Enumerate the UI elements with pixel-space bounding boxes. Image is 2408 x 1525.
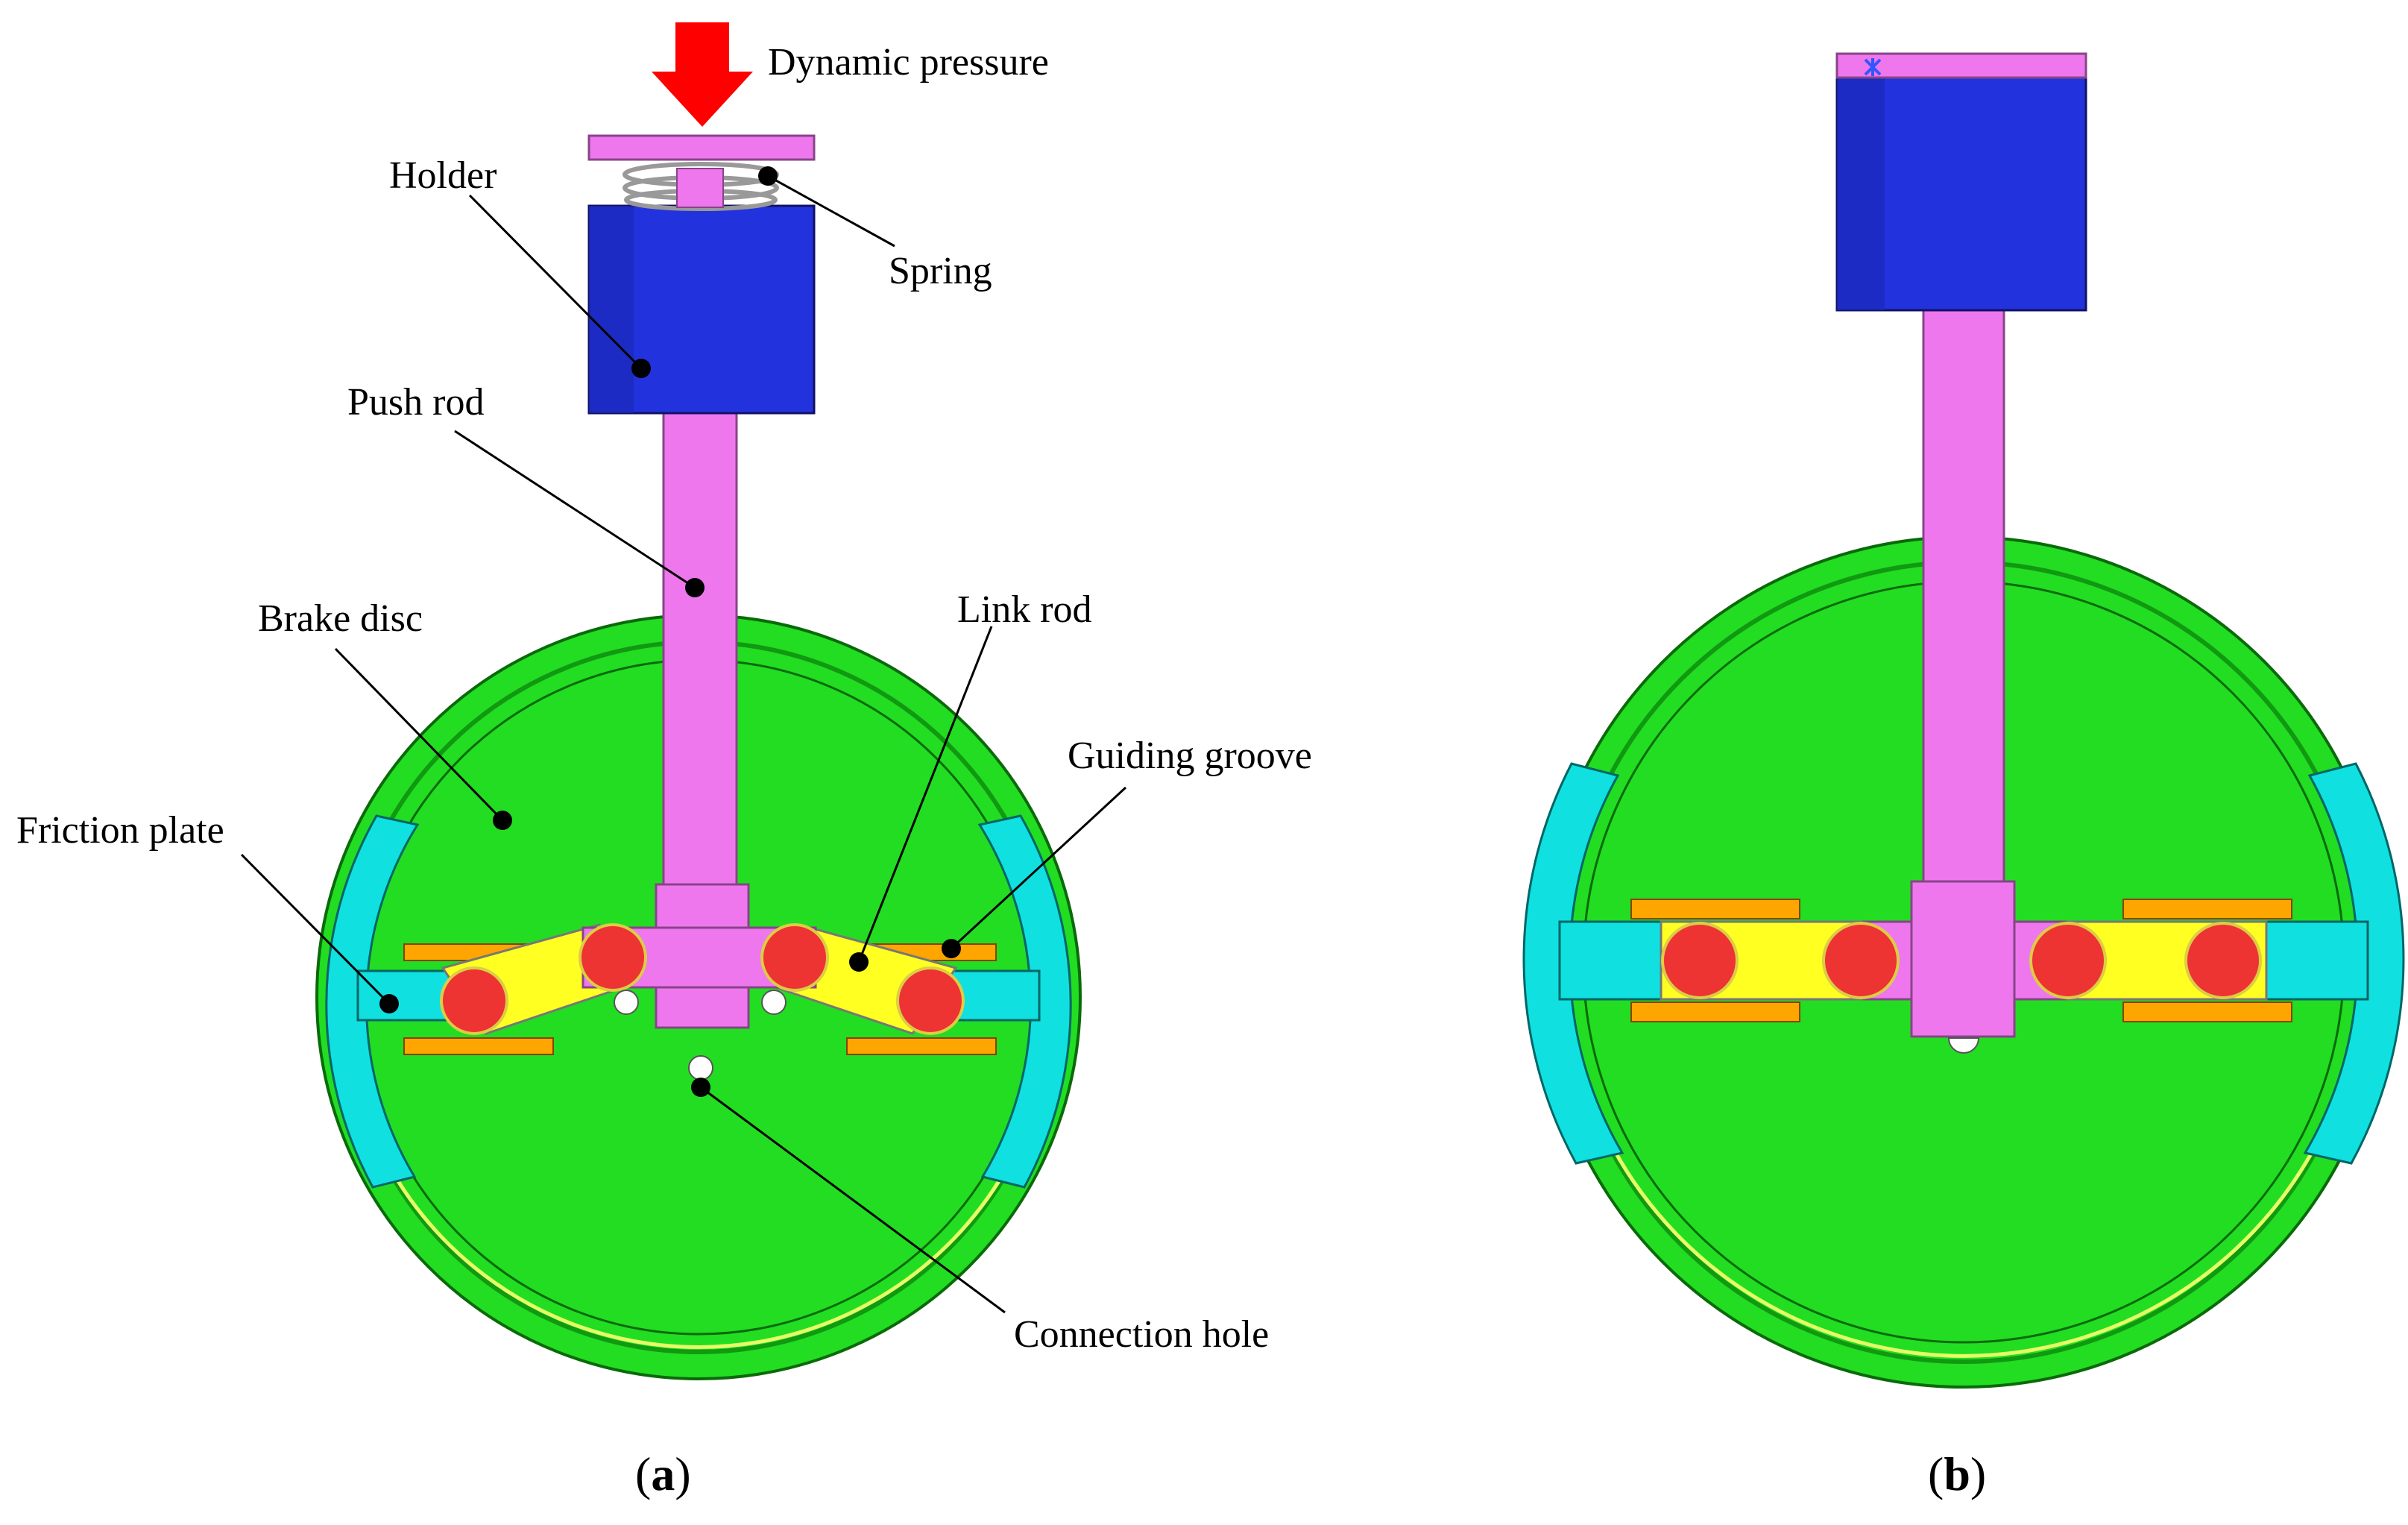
leader-dots-a [379, 166, 961, 1097]
guiding-groove-left-top-b [1630, 899, 1800, 919]
guiding-groove-left-bottom-b [1630, 1002, 1800, 1022]
friction-slider-left-b [1558, 920, 1673, 1001]
label-push-rod: Push rod [347, 381, 484, 424]
label-holder: Holder [389, 154, 497, 197]
pin-right-outer-a [896, 966, 965, 1035]
pin-left-outer-b [1661, 922, 1739, 999]
pin-right-inner-b [2029, 922, 2107, 999]
push-rod-b [1922, 309, 2005, 886]
hole-right-a [761, 990, 787, 1015]
label-friction-plate: Friction plate [16, 809, 224, 852]
friction-slider-right-a [941, 969, 1041, 1022]
panel-b: (b) [1522, 52, 2405, 1500]
friction-plate-right-a [977, 814, 1072, 1189]
pin-right-outer-b [2184, 922, 2262, 999]
holder-shade-b [1837, 75, 1885, 310]
friction-plate-left-b [1522, 762, 1624, 1165]
guiding-groove-right-bottom-a [846, 1037, 997, 1055]
holder-shade-a [589, 206, 634, 413]
label-link-rod: Link rod [957, 588, 1092, 631]
push-rod-head-b [1910, 880, 2016, 1038]
label-connection-hole: Connection hole [1014, 1313, 1269, 1356]
friction-slider-left-a [356, 969, 456, 1022]
guiding-groove-left-bottom-a [403, 1037, 554, 1055]
pin-left-outer-a [440, 966, 508, 1035]
pressure-plate-a [587, 134, 816, 161]
spring-stem-a [676, 168, 724, 208]
label-brake-disc: Brake disc [258, 597, 423, 640]
friction-slider-right-b [2254, 920, 2369, 1001]
push-rod-a [662, 407, 738, 895]
label-guiding-groove: Guiding groove [1068, 735, 1312, 777]
panel-a: Dynamic pressure Holder Spring Push rod … [16, 22, 1312, 1500]
hole-left-a [614, 990, 639, 1015]
plate-marker-b [1864, 58, 1882, 76]
label-spring: Spring [889, 250, 992, 292]
friction-plate-left-a [325, 814, 420, 1189]
caption-b: (b) [1928, 1447, 1986, 1500]
pin-right-inner-a [760, 923, 829, 992]
label-dynamic-pressure: Dynamic pressure [768, 41, 1049, 84]
dynamic-pressure-arrow [652, 22, 753, 127]
connection-hole-b [1947, 1037, 1980, 1054]
caption-a: (a) [635, 1447, 691, 1500]
guiding-groove-right-bottom-b [2122, 1002, 2292, 1022]
pin-left-inner-a [579, 923, 647, 992]
leader-lines-a [240, 174, 1127, 1314]
guiding-groove-right-top-b [2122, 899, 2292, 919]
friction-plate-right-b [2303, 762, 2405, 1165]
pin-left-inner-b [1822, 922, 1900, 999]
connection-hole-a [688, 1055, 713, 1081]
